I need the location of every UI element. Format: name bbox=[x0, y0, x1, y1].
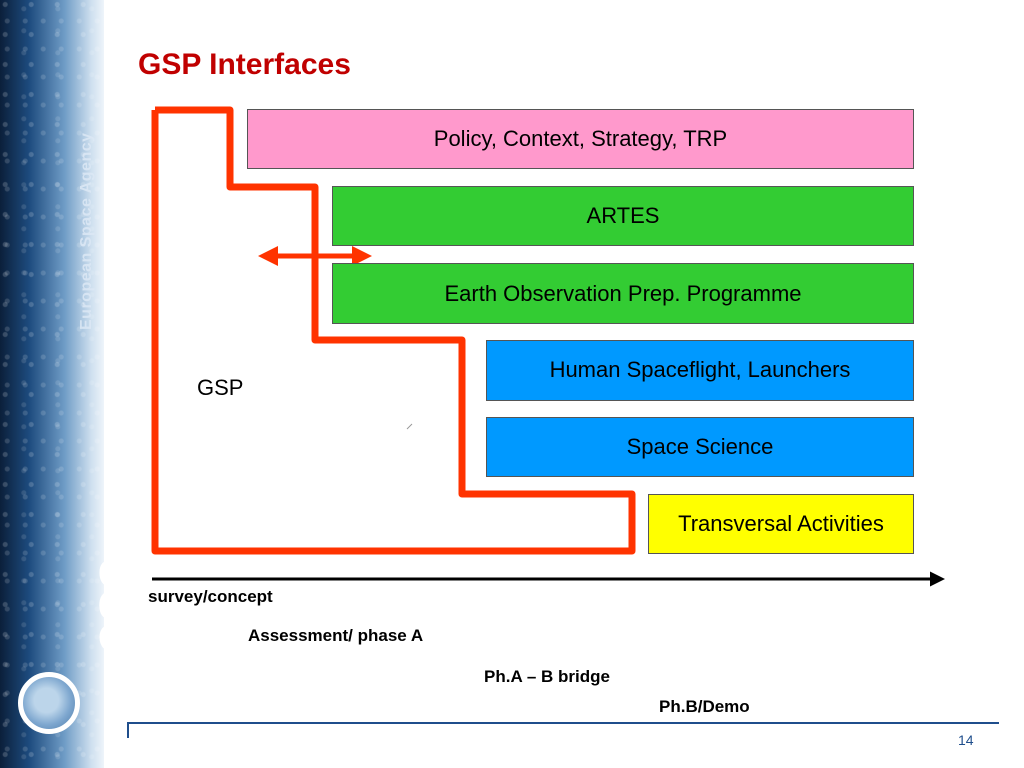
esa-sidebar-banner: European Space Agency esa bbox=[0, 0, 104, 768]
box-space-science: Space Science bbox=[486, 417, 914, 477]
box-transversal-activities: Transversal Activities bbox=[648, 494, 914, 554]
box-policy-context-strategy: Policy, Context, Strategy, TRP bbox=[247, 109, 914, 169]
stray-stroke-mark bbox=[406, 423, 413, 430]
gsp-boundary-outline bbox=[151, 106, 636, 555]
timeline-stage-assessment: Assessment/ phase A bbox=[248, 626, 424, 645]
slide-title: GSP Interfaces bbox=[138, 48, 351, 81]
box-human-spaceflight: Human Spaceflight, Launchers bbox=[486, 340, 914, 401]
box-earth-observation: Earth Observation Prep. Programme bbox=[332, 263, 914, 324]
gsp-label: GSP bbox=[197, 375, 244, 400]
sidebar-texture bbox=[0, 0, 104, 768]
timeline-stage-ab-bridge: Ph.A – B bridge bbox=[484, 667, 610, 686]
footer-divider bbox=[127, 722, 999, 724]
page-number: 14 bbox=[958, 732, 974, 748]
timeline-stage-survey: survey/concept bbox=[148, 587, 273, 606]
timeline-stage-demo: Ph.B/Demo bbox=[659, 697, 750, 716]
box-artes: ARTES bbox=[332, 186, 914, 246]
esa-globe-icon bbox=[18, 672, 80, 734]
footer-divider-tick bbox=[127, 722, 129, 738]
